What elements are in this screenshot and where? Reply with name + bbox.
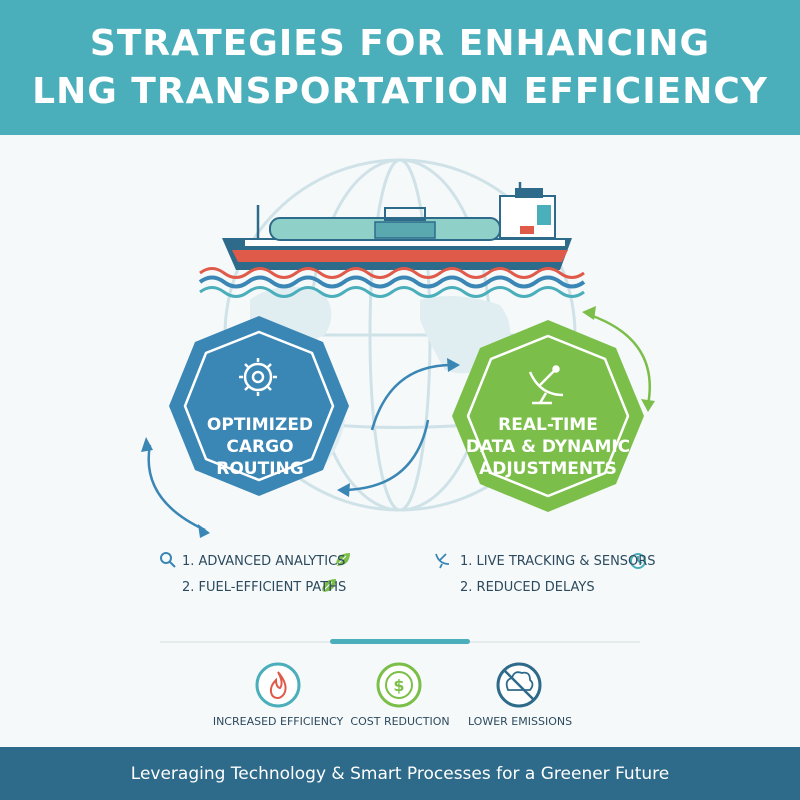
strategy-title-line: ADJUSTMENTS: [479, 459, 617, 479]
header-banner: STRATEGIES FOR ENHANCING LNG TRANSPORTAT…: [0, 0, 800, 135]
svg-text:$: $: [393, 676, 404, 695]
divider-accent: [330, 639, 470, 644]
flame-icon: [255, 662, 301, 708]
strategy-title-routing: OPTIMIZED CARGO ROUTING: [170, 414, 350, 480]
strategy-title-line: CARGO: [226, 437, 294, 457]
benefit-label-cost: COST REDUCTION: [350, 715, 450, 728]
strategy-title-realtime: REAL-TIME DATA & DYNAMIC ADJUSTMENTS: [448, 414, 648, 480]
footer-banner: Leveraging Technology & Smart Processes …: [0, 747, 800, 800]
leaf-icon: [335, 553, 350, 567]
list-item-text: 1. LIVE TRACKING & SENSORS: [460, 553, 656, 569]
strategy-title-line: DATA & DYNAMIC: [465, 437, 631, 457]
footer-tagline: Leveraging Technology & Smart Processes …: [130, 763, 670, 784]
link-arrow-bottom: [344, 419, 430, 492]
magnifier-icon: [160, 552, 176, 568]
list-item: 1. ADVANCED ANALYTICS: [160, 548, 346, 574]
cycle-arrow-right: [589, 313, 651, 406]
strategy-list-realtime: 1. LIVE TRACKING & SENSORS 2. REDUCED DE…: [432, 548, 656, 600]
strategy-list-routing: 1. ADVANCED ANALYTICS 2. FUEL-EFFICIENT …: [160, 548, 346, 600]
gear-icon: [239, 358, 277, 396]
page-title-line-1: STRATEGIES FOR ENHANCING: [89, 22, 711, 64]
clock-icon: [630, 553, 646, 569]
list-item-text: 2. REDUCED DELAYS: [460, 579, 595, 595]
cycle-arrow-left: [147, 444, 206, 532]
dollar-icon: $: [376, 662, 422, 708]
list-item-text: 2. FUEL-EFFICIENT PATHS: [182, 579, 347, 595]
benefit-label-efficiency: INCREASED EFFICIENCY: [212, 715, 344, 728]
strategy-title-line: OPTIMIZED: [206, 415, 314, 435]
strategy-octagon-realtime: [452, 320, 644, 512]
wave-icon: [198, 267, 586, 298]
list-item: 1. LIVE TRACKING & SENSORS: [432, 548, 656, 574]
strategy-octagon-routing: [169, 316, 349, 496]
list-item: 2. REDUCED DELAYS: [432, 574, 656, 600]
list-item-text: 1. ADVANCED ANALYTICS: [182, 553, 346, 569]
no-co2-icon: [496, 662, 542, 708]
satellite-dish-icon: [435, 553, 450, 569]
link-arrow-top: [370, 363, 453, 431]
strategy-title-line: REAL-TIME: [498, 415, 598, 435]
leaf-icon: [321, 579, 336, 593]
satellite-dish-icon: [528, 365, 564, 405]
page-title-line-2: LNG TRANSPORTATION EFFICIENCY: [32, 70, 768, 112]
lng-ship-icon: [222, 182, 572, 270]
list-item: 2. FUEL-EFFICIENT PATHS: [160, 574, 346, 600]
benefit-label-emissions: LOWER EMISSIONS: [467, 715, 573, 728]
strategy-title-line: ROUTING: [216, 459, 304, 479]
